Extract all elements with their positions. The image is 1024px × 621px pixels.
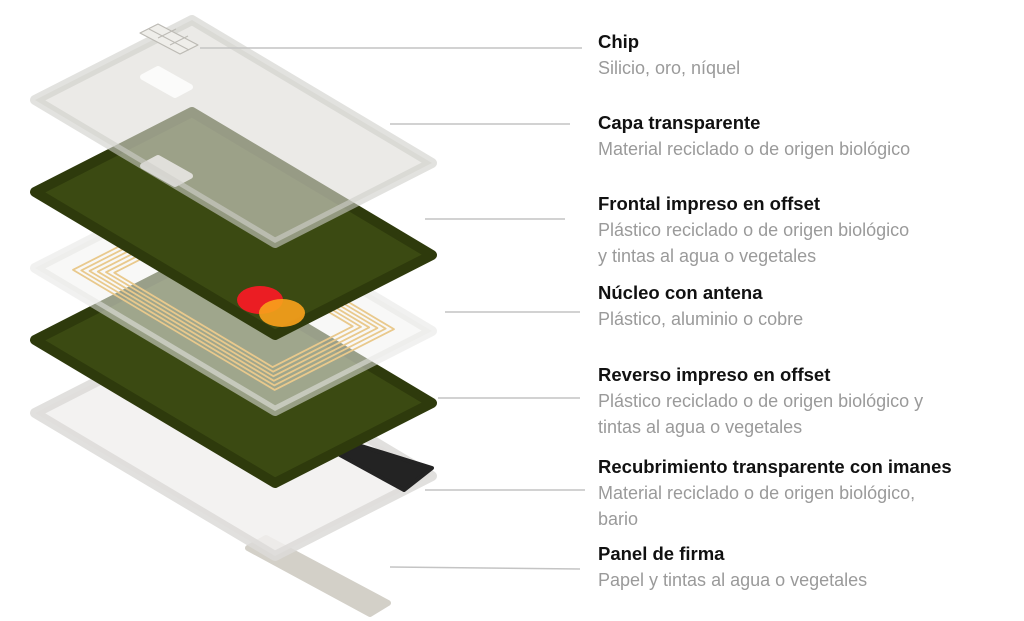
- label-title: Chip: [598, 31, 640, 52]
- label-title: Reverso impreso en offset: [598, 364, 831, 385]
- label-title: Capa transparente: [598, 112, 761, 133]
- label-antenna-core: Núcleo con antena Plástico, aluminio o c…: [598, 280, 803, 332]
- label-desc: Silicio, oro, níquel: [598, 58, 741, 78]
- label-title: Panel de firma: [598, 543, 725, 564]
- label-front-print: Frontal impreso en offset Plástico recic…: [598, 191, 909, 269]
- label-desc: y tintas al agua o vegetales: [598, 246, 817, 266]
- label-magnetic-overlay: Recubrimiento transparente con imanes Ma…: [598, 454, 952, 532]
- chip-window: [140, 66, 193, 98]
- label-desc: bario: [598, 509, 639, 529]
- label-desc: Plástico reciclado o de origen biológico: [598, 220, 910, 240]
- label-clear-layer: Capa transparente Material reciclado o d…: [598, 110, 910, 162]
- label-signature-panel: Panel de firma Papel y tintas al agua o …: [598, 541, 867, 593]
- label-desc: Plástico, aluminio o cobre: [598, 309, 804, 329]
- chip-contact-line: [169, 35, 189, 46]
- label-desc: Material reciclado o de origen biológico…: [598, 483, 916, 503]
- label-desc: Plástico reciclado o de origen biológico…: [598, 391, 924, 411]
- label-back-print: Reverso impreso en offset Plástico recic…: [598, 362, 923, 440]
- chip-contact-line: [148, 28, 190, 51]
- chip-contact-line: [157, 28, 177, 39]
- label-title: Recubrimiento transparente con imanes: [598, 456, 952, 477]
- label-title: Núcleo con antena: [598, 282, 763, 303]
- leader-line-signature-panel: [389, 566, 581, 570]
- label-desc: tintas al agua o vegetales: [598, 417, 803, 437]
- label-desc: Material reciclado o de origen biológico: [598, 139, 911, 159]
- mastercard-orange-circle: [259, 299, 305, 327]
- clear-layer: [30, 15, 437, 248]
- label-chip: Chip Silicio, oro, níquel: [598, 29, 740, 81]
- label-title: Frontal impreso en offset: [598, 193, 821, 214]
- label-desc: Papel y tintas al agua o vegetales: [598, 570, 868, 590]
